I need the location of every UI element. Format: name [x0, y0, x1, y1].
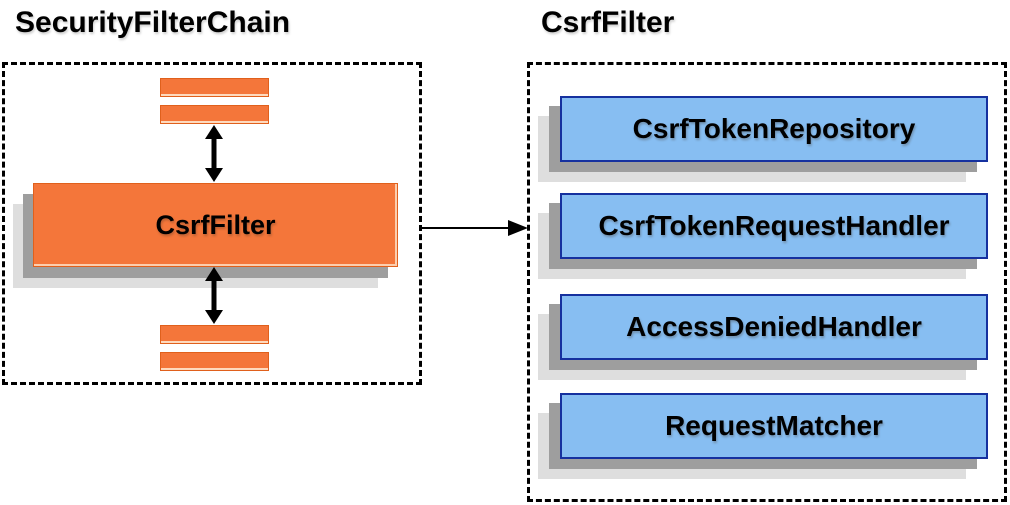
filter-bar — [160, 352, 269, 371]
csrf-filter-title: CsrfFilter — [541, 6, 675, 39]
csrf-filter-box: CsrfFilter — [33, 183, 398, 267]
security-filter-chain-container — [2, 62, 422, 385]
component-label: AccessDeniedHandler — [626, 311, 922, 342]
component-label: RequestMatcher — [665, 410, 883, 441]
component-label: CsrfTokenRequestHandler — [598, 210, 950, 241]
filter-bar — [160, 105, 269, 124]
csrf-filter-box-label: CsrfFilter — [155, 209, 276, 240]
double-arrow-icon — [205, 267, 223, 324]
double-arrow-icon — [205, 125, 223, 182]
component-box-csrf-token-request-handler: CsrfTokenRequestHandler — [560, 193, 988, 259]
filter-bar — [160, 325, 269, 344]
component-label: CsrfTokenRepository — [632, 113, 916, 144]
csrf-filter-container — [527, 62, 1007, 502]
filter-bar — [160, 78, 269, 97]
arrow-right-icon — [422, 220, 528, 236]
component-box-access-denied-handler: AccessDeniedHandler — [560, 294, 988, 360]
component-box-csrf-token-repository: CsrfTokenRepository — [560, 96, 988, 162]
security-filter-chain-title: SecurityFilterChain — [15, 6, 291, 39]
component-box-request-matcher: RequestMatcher — [560, 393, 988, 459]
